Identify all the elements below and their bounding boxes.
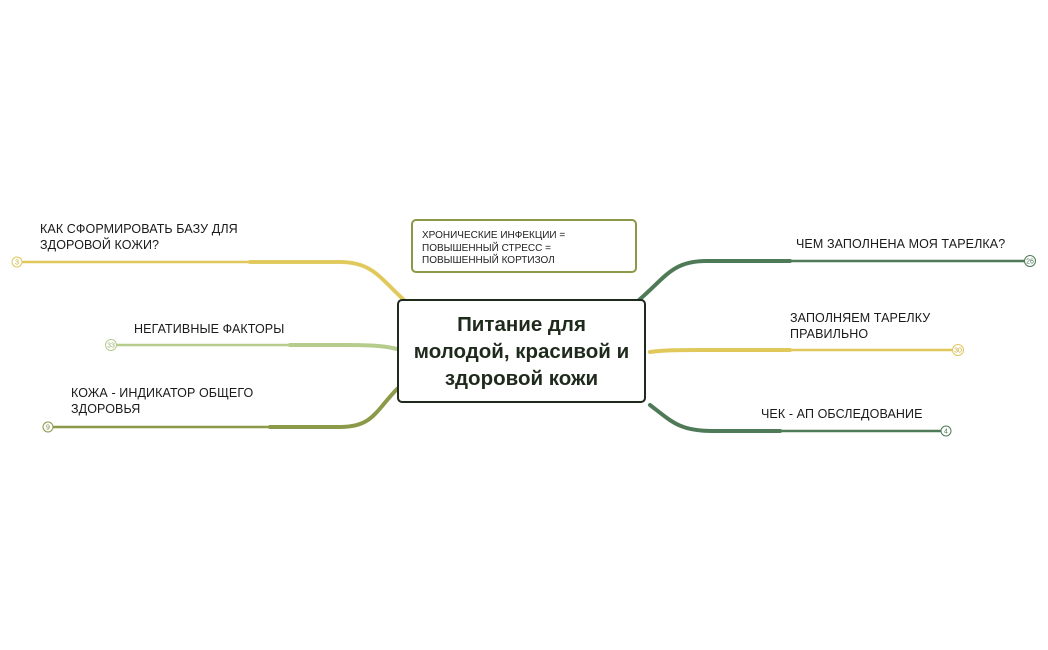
branch-badge-right-2-text: 30 bbox=[954, 348, 962, 355]
branch-badge-right-3[interactable]: 4 bbox=[940, 425, 952, 437]
branch-badge-left-2[interactable]: 33 bbox=[105, 339, 117, 351]
note-text: ХРОНИЧЕСКИЕ ИНФЕКЦИИ = ПОВЫШЕННЫЙ СТРЕСС… bbox=[422, 230, 566, 266]
branch-badge-right-1-text: 26 bbox=[1026, 259, 1034, 266]
branch-connector-right-2-thick bbox=[648, 348, 792, 354]
branch-connector-right-3-thick bbox=[648, 403, 782, 433]
note-node[interactable]: ХРОНИЧЕСКИЕ ИНФЕКЦИИ = ПОВЫШЕННЫЙ СТРЕСС… bbox=[411, 219, 637, 273]
branch-label-left-1[interactable]: КАК СФОРМИРОВАТЬ БАЗУ ДЛЯ ЗДОРОВОЙ КОЖИ? bbox=[40, 222, 238, 252]
branch-badge-left-1[interactable]: 3 bbox=[11, 256, 23, 268]
central-topic[interactable]: Питание для молодой, красивой и здоровой… bbox=[397, 299, 646, 403]
branch-badge-left-1-text: 3 bbox=[15, 260, 19, 267]
branch-connector-left-2-thick bbox=[288, 343, 399, 351]
branch-badge-right-3-text: 4 bbox=[944, 429, 948, 436]
branch-connector-right-1 bbox=[637, 259, 1027, 302]
branch-badge-left-2-text: 33 bbox=[107, 343, 115, 350]
branch-label-right-3[interactable]: ЧЕК - АП ОБСЛЕДОВАНИЕ bbox=[761, 407, 923, 421]
branch-label-left-3[interactable]: КОЖА - ИНДИКАТОР ОБЩЕГО ЗДОРОВЬЯ bbox=[71, 386, 254, 416]
branch-badge-left-3[interactable]: 9 bbox=[42, 421, 54, 433]
branch-connector-left-1-thick bbox=[248, 260, 406, 302]
branch-badge-left-3-text: 9 bbox=[46, 425, 50, 432]
branch-connector-right-1-thick bbox=[637, 259, 792, 302]
branch-label-right-2[interactable]: ЗАПОЛНЯЕМ ТАРЕЛКУ ПРАВИЛЬНО bbox=[790, 311, 931, 341]
branch-label-right-1[interactable]: ЧЕМ ЗАПОЛНЕНА МОЯ ТАРЕЛКА? bbox=[796, 237, 1006, 251]
branch-connector-left-3-thick bbox=[268, 387, 399, 429]
branch-badge-right-1[interactable]: 26 bbox=[1024, 255, 1036, 267]
branch-connector-left-1 bbox=[20, 260, 406, 302]
branch-label-left-2[interactable]: НЕГАТИВНЫЕ ФАКТОРЫ bbox=[134, 322, 285, 336]
central-topic-title: Питание для молодой, красивой и здоровой… bbox=[413, 312, 630, 390]
branch-badge-right-2[interactable]: 30 bbox=[952, 344, 964, 356]
